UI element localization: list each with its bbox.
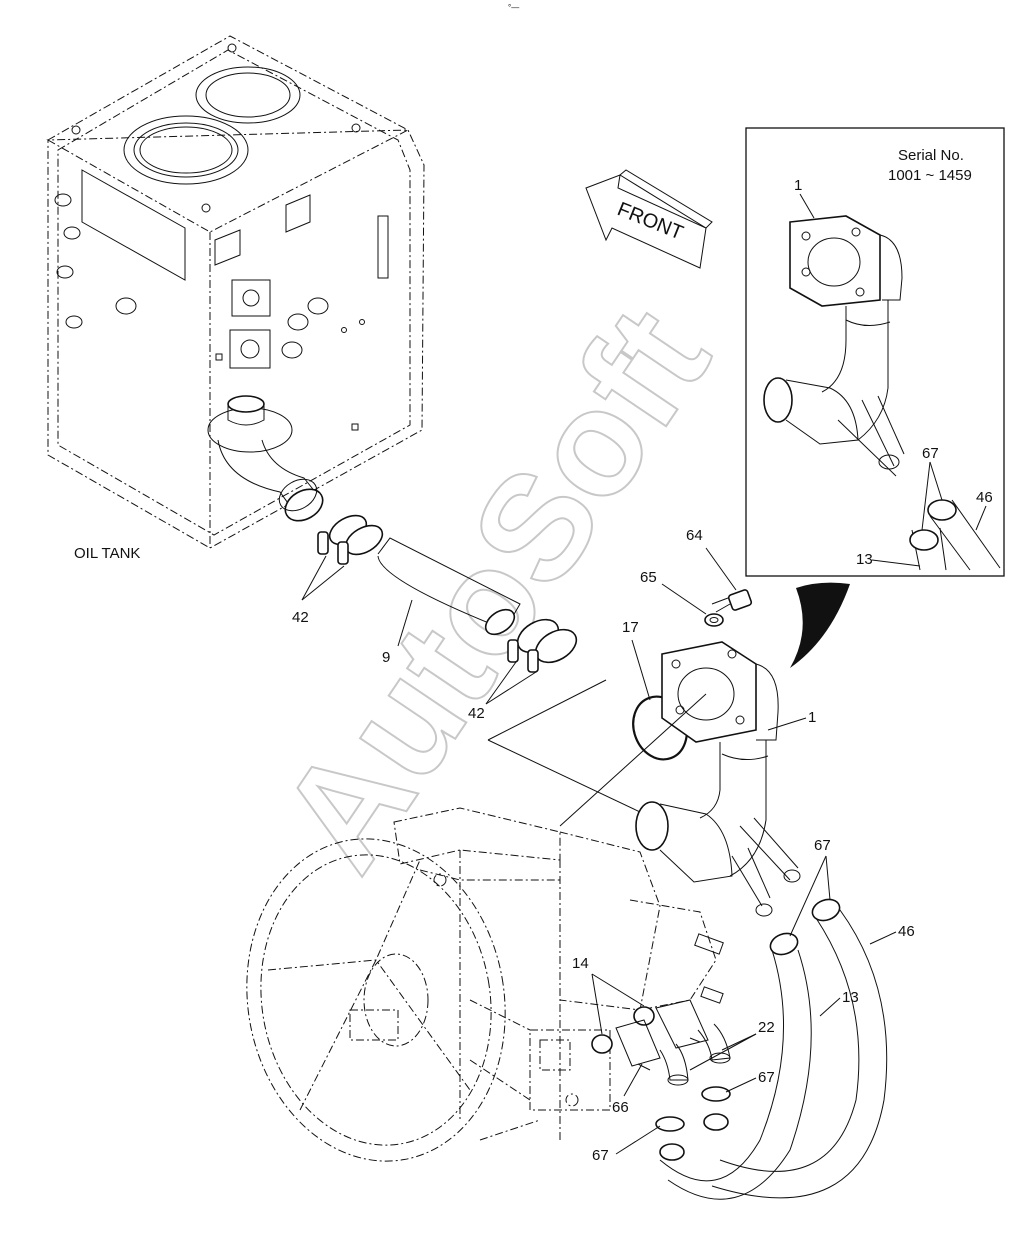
callout-1: 1 (808, 709, 816, 726)
inset-callout-13: 13 (856, 551, 873, 568)
inset-pointer-arrow (790, 582, 850, 668)
washer-65 (704, 613, 724, 627)
front-label: FRONT (614, 198, 686, 244)
callout-64: 64 (686, 527, 703, 544)
callout-67-mid: 67 (758, 1069, 775, 1086)
callout-66: 66 (612, 1099, 629, 1116)
inset-serial-line2: 1001 ~ 1459 (888, 167, 972, 184)
callout-67-lower: 67 (592, 1147, 609, 1164)
oil-tank-label: OIL TANK (74, 545, 140, 562)
drain-hoses: 67 46 13 (659, 837, 915, 1200)
callout-14: 14 (572, 955, 589, 972)
suction-pipe-assembly: 64 65 17 1 (559, 527, 816, 917)
callout-67-upper: 67 (814, 837, 831, 854)
tank-fittings (54, 193, 365, 431)
callout-46: 46 (898, 923, 915, 940)
callout-42-lower: 42 (468, 705, 485, 722)
oil-tank: OIL TANK (46, 35, 425, 562)
inset-panel: Serial No. 1001 ~ 1459 1 67 46 13 (745, 127, 1005, 577)
inset-serial-line1: Serial No. (898, 147, 964, 164)
bolt-64 (711, 589, 753, 613)
hydraulic-pump (246, 807, 731, 1162)
callout-9: 9 (382, 649, 390, 666)
inset-callout-67: 67 (922, 445, 939, 462)
inset-callout-46: 46 (976, 489, 993, 506)
tank-outlet-pipe (207, 395, 324, 522)
suction-hose-assembly: 42 9 42 (292, 514, 641, 813)
inset-callout-1: 1 (794, 177, 802, 194)
pump-callouts: 14 22 67 66 67 (572, 955, 775, 1164)
callout-42-upper: 42 (292, 609, 309, 626)
header-mark: °— (508, 3, 519, 12)
callout-65: 65 (640, 569, 657, 586)
callout-13: 13 (842, 989, 859, 1006)
front-arrow: FRONT (585, 169, 713, 269)
callout-22: 22 (758, 1019, 775, 1036)
callout-17: 17 (622, 619, 639, 636)
